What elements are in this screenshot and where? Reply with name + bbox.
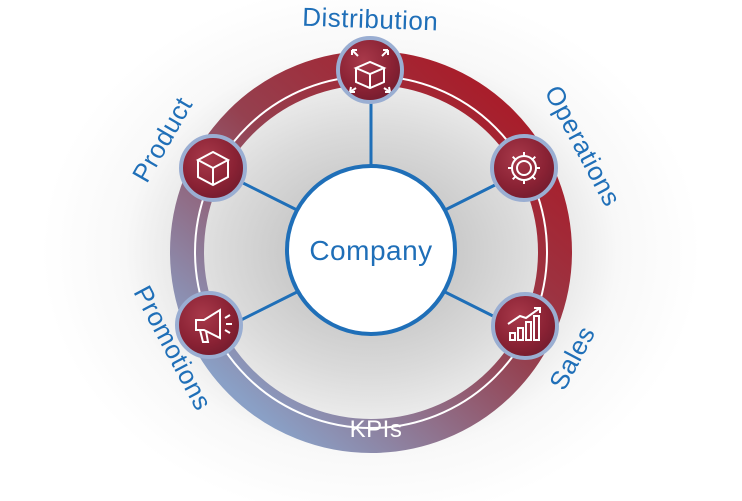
node-distribution[interactable]	[336, 36, 404, 104]
gear-icon	[508, 152, 540, 184]
open-box-arrows-icon	[349, 49, 391, 93]
center-label: Company	[309, 235, 432, 266]
megaphone-icon	[195, 308, 232, 343]
connector-product	[236, 178, 298, 212]
cube-icon	[195, 150, 231, 187]
node-product[interactable]	[179, 134, 247, 202]
ring-label: KPIs	[350, 416, 403, 443]
node-sales[interactable]	[491, 292, 559, 360]
node-operations[interactable]	[490, 134, 558, 202]
connector-promotions	[236, 290, 298, 324]
node-promotions[interactable]	[175, 291, 243, 359]
label-distribution: Distribution	[302, 2, 439, 37]
bar-chart-growth-icon	[507, 307, 541, 341]
center-circle	[285, 164, 457, 336]
